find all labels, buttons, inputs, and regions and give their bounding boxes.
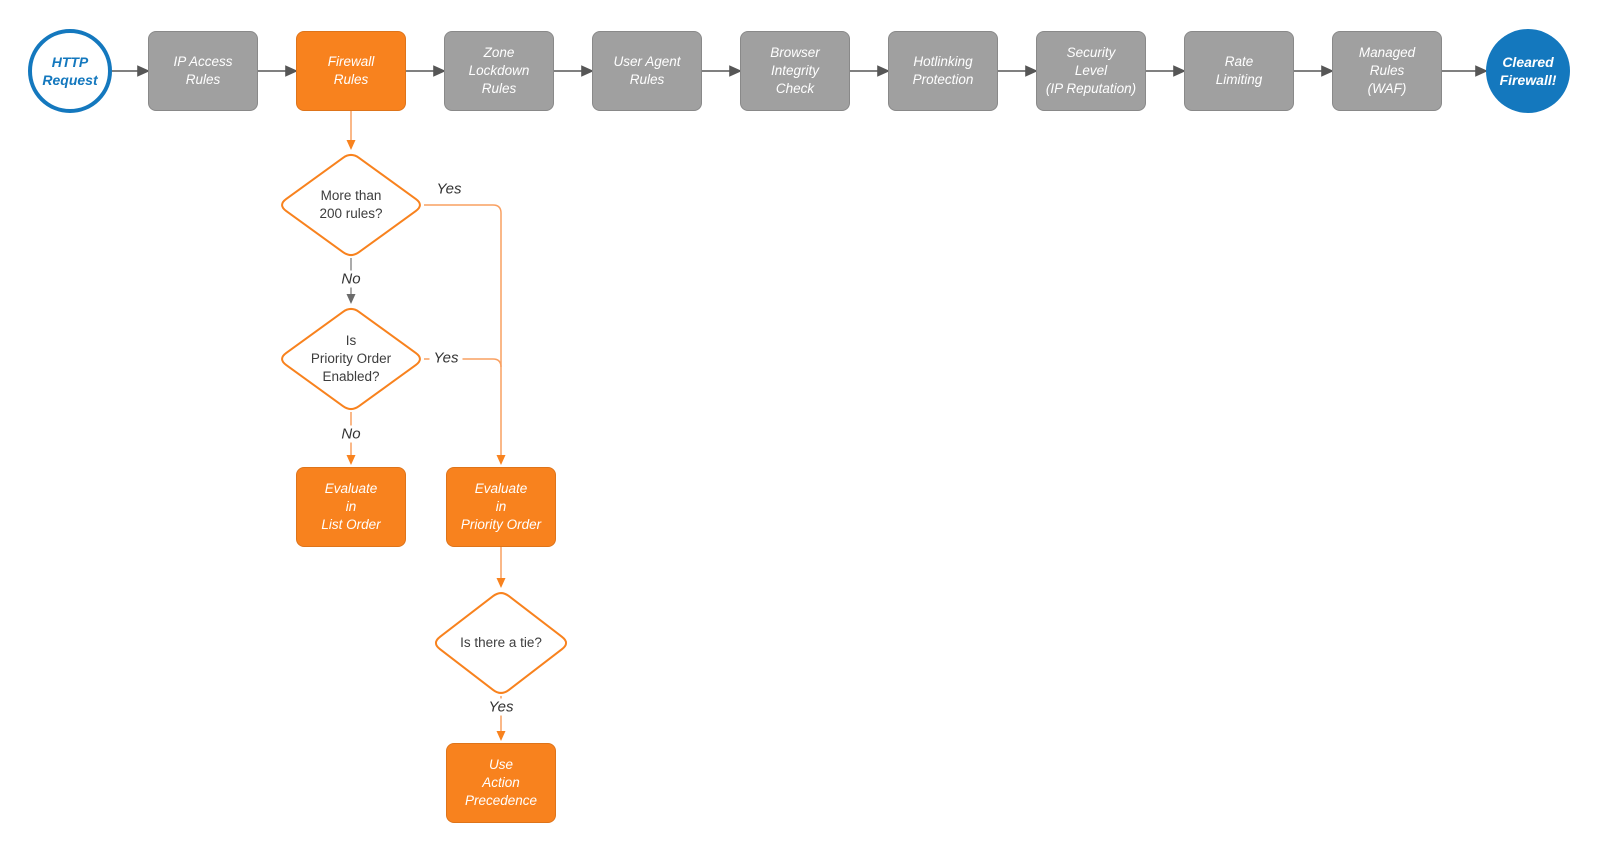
diamond-more-than-200-rules [281, 153, 421, 257]
stage-firewall-rules: Firewall Rules [296, 31, 406, 111]
edge-d2-yes [424, 358, 502, 368]
branch-arrowheads-orange [346, 140, 506, 741]
decision-is-there-a-tie-label: Is there a tie? [460, 634, 542, 650]
process-evaluate-in-list-order: Evaluate in List Order [296, 467, 406, 547]
stage-browser-integrity-check: Browser Integrity Check [740, 31, 850, 111]
process-evaluate-in-priority-order: Evaluate in Priority Order [446, 467, 556, 547]
decision-priority-order-enabled-label: Is Priority Order Enabled? [310, 332, 392, 385]
stage-ip-access-rules: IP Access Rules [148, 31, 258, 111]
diamond-priority-order-enabled [281, 307, 421, 411]
stage-user-agent-rules: User Agent Rules [592, 31, 702, 111]
edge-label-d1-yes: Yes [436, 180, 462, 198]
stage-hotlinking-protection: Hotlinking Protection [888, 31, 998, 111]
stage-managed-rules-waf: Managed Rules (WAF) [1332, 31, 1442, 111]
stage-zone-lockdown-rules: Zone Lockdown Rules [444, 31, 554, 111]
end-node-cleared-firewall: Cleared Firewall! [1486, 29, 1570, 113]
process-use-action-precedence: Use Action Precedence [446, 743, 556, 823]
diamond-is-there-a-tie [434, 592, 568, 694]
edge-label-d1-no: No [337, 270, 365, 288]
arrowhead-d1-no [346, 294, 356, 304]
stage-arrows [112, 65, 1488, 77]
decision-more-than-200-rules-label: More than 200 rules? [319, 187, 383, 221]
edge-label-d3-yes: Yes [484, 698, 518, 716]
stage-rate-limiting: Rate Limiting [1184, 31, 1294, 111]
decision-diamonds [281, 153, 568, 694]
edge-label-d2-yes: Yes [429, 349, 463, 367]
stage-security-level-ip-reputation: Security Level (IP Reputation) [1036, 31, 1146, 111]
start-node-http-request: HTTP Request [28, 29, 112, 113]
edge-d1-yes [424, 204, 502, 455]
edge-label-d2-no: No [337, 425, 365, 443]
